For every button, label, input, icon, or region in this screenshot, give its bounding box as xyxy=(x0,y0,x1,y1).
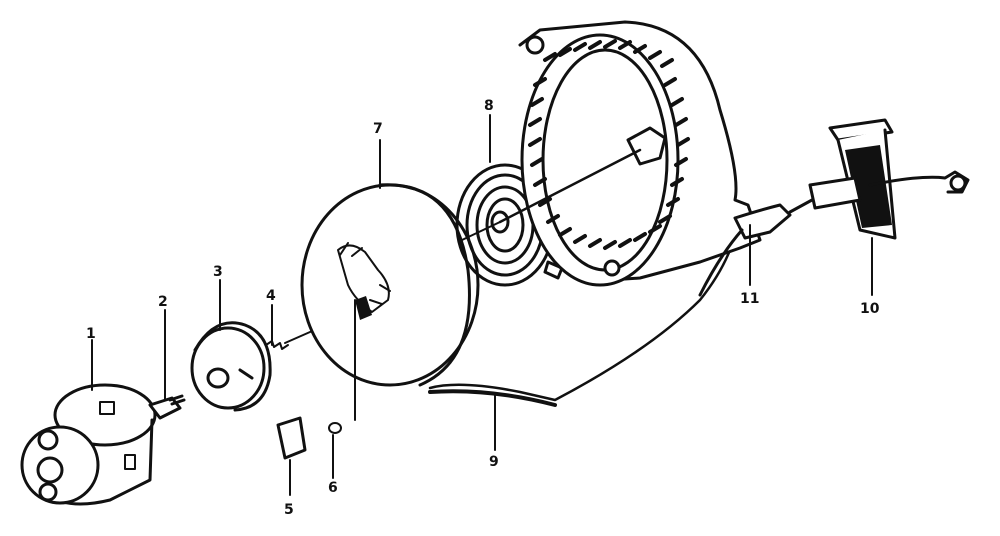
part-rope xyxy=(428,248,732,407)
callout-10: 10 xyxy=(860,301,880,317)
callout-6: 6 xyxy=(328,480,338,496)
part-recoil-housing xyxy=(498,20,792,297)
callout-3: 3 xyxy=(213,264,223,280)
callout-4: 4 xyxy=(266,288,276,304)
part-washer xyxy=(328,422,342,434)
callout-9: 9 xyxy=(489,454,499,470)
callout-7: 7 xyxy=(373,121,383,137)
callout-1: 1 xyxy=(86,326,96,342)
part-starter-handle xyxy=(788,118,970,240)
part-starter-cup xyxy=(20,383,157,506)
part-ratchet xyxy=(190,321,272,412)
callout-11: 11 xyxy=(740,291,759,307)
callout-5: 5 xyxy=(284,502,294,518)
part-pawl xyxy=(276,416,307,460)
callout-labels: 1 2 3 4 5 6 7 8 9 10 11 xyxy=(86,98,880,518)
callout-2: 2 xyxy=(158,294,168,310)
leader-lines xyxy=(91,114,873,496)
part-pulley xyxy=(300,183,480,421)
callout-8: 8 xyxy=(484,98,494,114)
